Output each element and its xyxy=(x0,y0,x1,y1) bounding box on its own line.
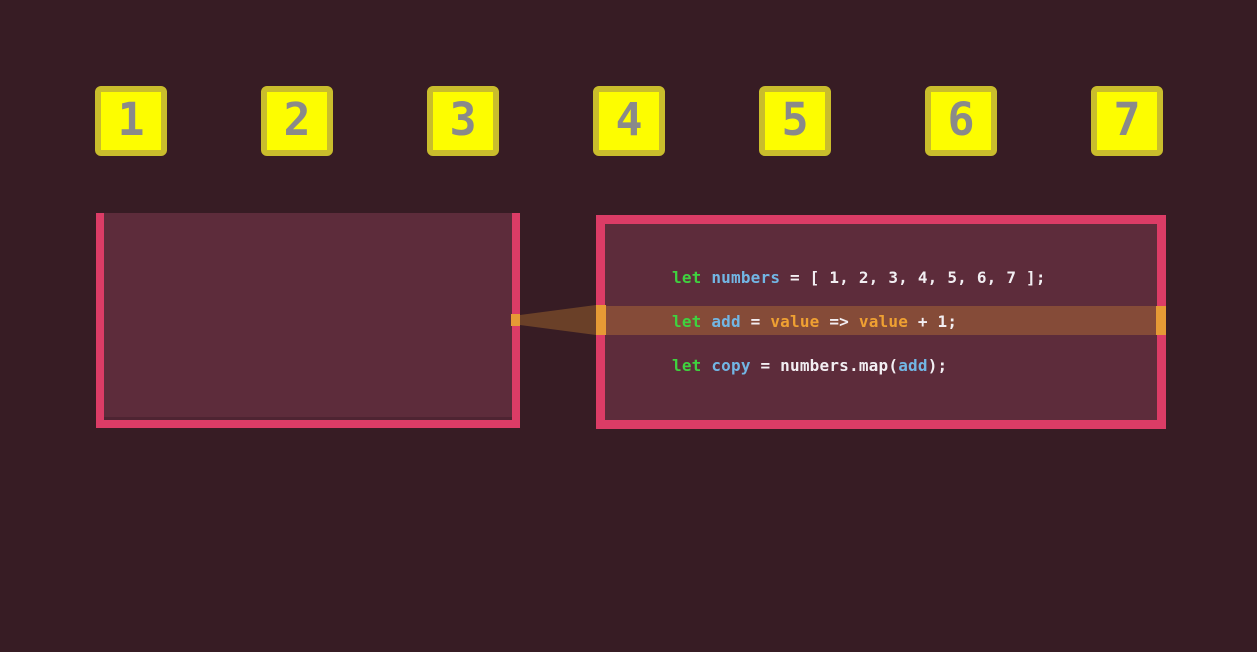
array-square-value: 2 xyxy=(283,92,311,146)
code-token-parameter: value xyxy=(770,312,820,331)
code-line: let numbers = [ 1, 2, 3, 4, 5, 6, 7 ]; xyxy=(672,256,1046,300)
code-token-parameter: value xyxy=(858,312,909,331)
code-token-keyword: let xyxy=(672,312,702,331)
code-token-plain xyxy=(702,312,712,331)
result-box xyxy=(96,213,520,428)
code-token-plain: ); xyxy=(927,356,948,375)
beam-funnel-shape xyxy=(520,305,596,335)
code-token-plain: + 1; xyxy=(908,312,958,331)
array-square-3: 3 xyxy=(427,86,499,156)
code-token-identifier: numbers xyxy=(711,268,781,287)
array-square-7: 7 xyxy=(1091,86,1163,156)
code-token-identifier: add xyxy=(711,312,741,331)
code-token-plain xyxy=(702,356,712,375)
code-token-plain: => xyxy=(819,312,859,331)
array-square-5: 5 xyxy=(759,86,831,156)
array-squares-row: 1 2 3 4 5 6 7 xyxy=(95,86,1163,156)
code-token-keyword: let xyxy=(672,268,702,287)
array-square-value: 3 xyxy=(449,92,477,146)
array-square-value: 7 xyxy=(1113,92,1141,146)
array-square-2: 2 xyxy=(261,86,333,156)
array-square-value: 6 xyxy=(947,92,975,146)
array-square-6: 6 xyxy=(925,86,997,156)
array-square-value: 1 xyxy=(117,92,145,146)
array-square-value: 5 xyxy=(781,92,809,146)
code-token-plain: = [ 1, 2, 3, 4, 5, 6, 7 ]; xyxy=(780,268,1046,287)
code-token-keyword: let xyxy=(672,356,702,375)
code-box xyxy=(596,215,1166,429)
code-line: let add = value => value + 1; xyxy=(672,300,1046,344)
code-line: let copy = numbers.map(add); xyxy=(672,344,1046,388)
code-token-identifier: add xyxy=(898,356,928,375)
code-token-plain: = numbers.map( xyxy=(750,356,899,375)
array-square-1: 1 xyxy=(95,86,167,156)
code-token-plain: = xyxy=(740,312,771,331)
code-token-plain xyxy=(702,268,712,287)
code-token-identifier: copy xyxy=(711,356,751,375)
array-square-value: 4 xyxy=(615,92,643,146)
code-lines: let numbers = [ 1, 2, 3, 4, 5, 6, 7 ];le… xyxy=(672,256,1046,388)
array-square-4: 4 xyxy=(593,86,665,156)
